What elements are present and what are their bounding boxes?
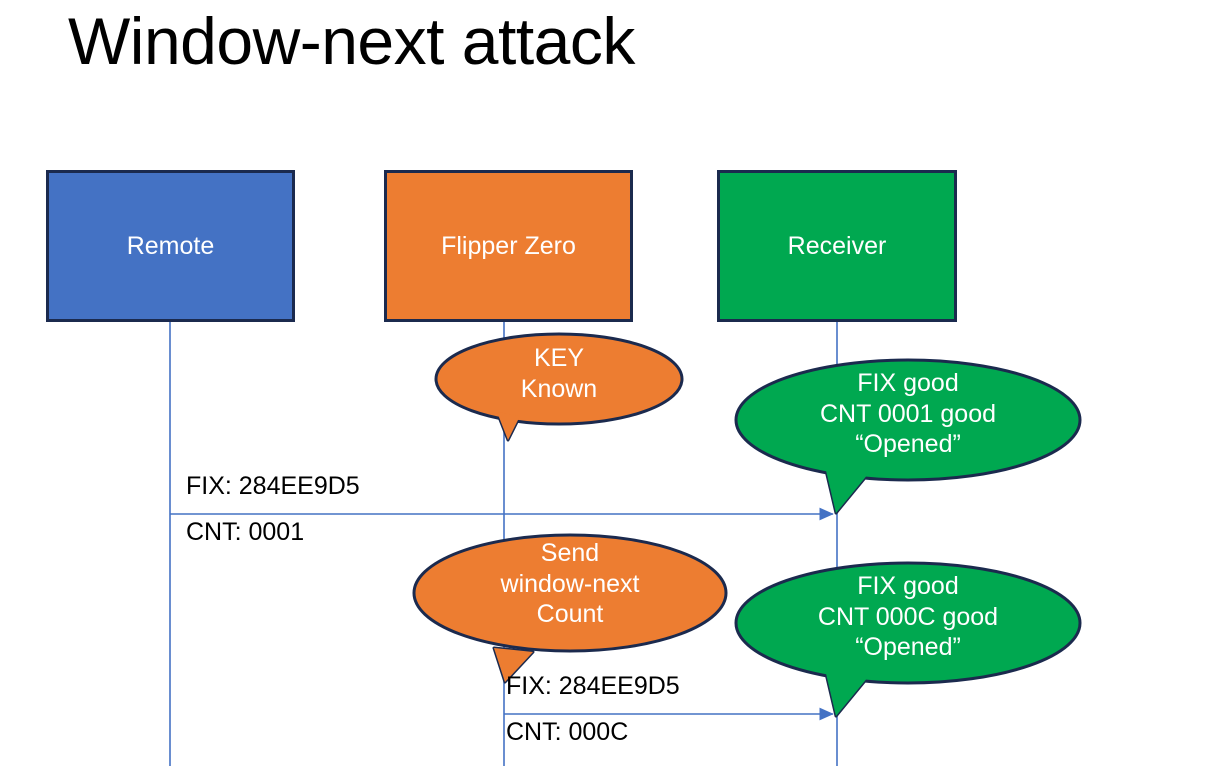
actor-label-remote: Remote: [126, 231, 215, 260]
callout-send-window-next: [412, 533, 728, 684]
actor-label-flipper: Flipper Zero: [441, 231, 576, 260]
callout-receiver-first: [734, 358, 1082, 515]
message-1-label-above: FIX: 284EE9D5: [186, 472, 360, 500]
actor-box-receiver[interactable]: Receiver: [717, 170, 957, 322]
message-2-label-below: CNT: 000C: [506, 718, 629, 746]
callout-receiver-second: [734, 561, 1082, 718]
actor-label-receiver: Receiver: [787, 231, 887, 260]
page-title: Window-next attack: [68, 4, 635, 78]
message-1-label-below: CNT: 0001: [186, 518, 305, 546]
message-2-label-above: FIX: 284EE9D5: [506, 672, 680, 700]
actor-box-flipper[interactable]: Flipper Zero: [384, 170, 633, 322]
callout-key-known: [434, 332, 684, 442]
actor-box-remote[interactable]: Remote: [46, 170, 295, 322]
